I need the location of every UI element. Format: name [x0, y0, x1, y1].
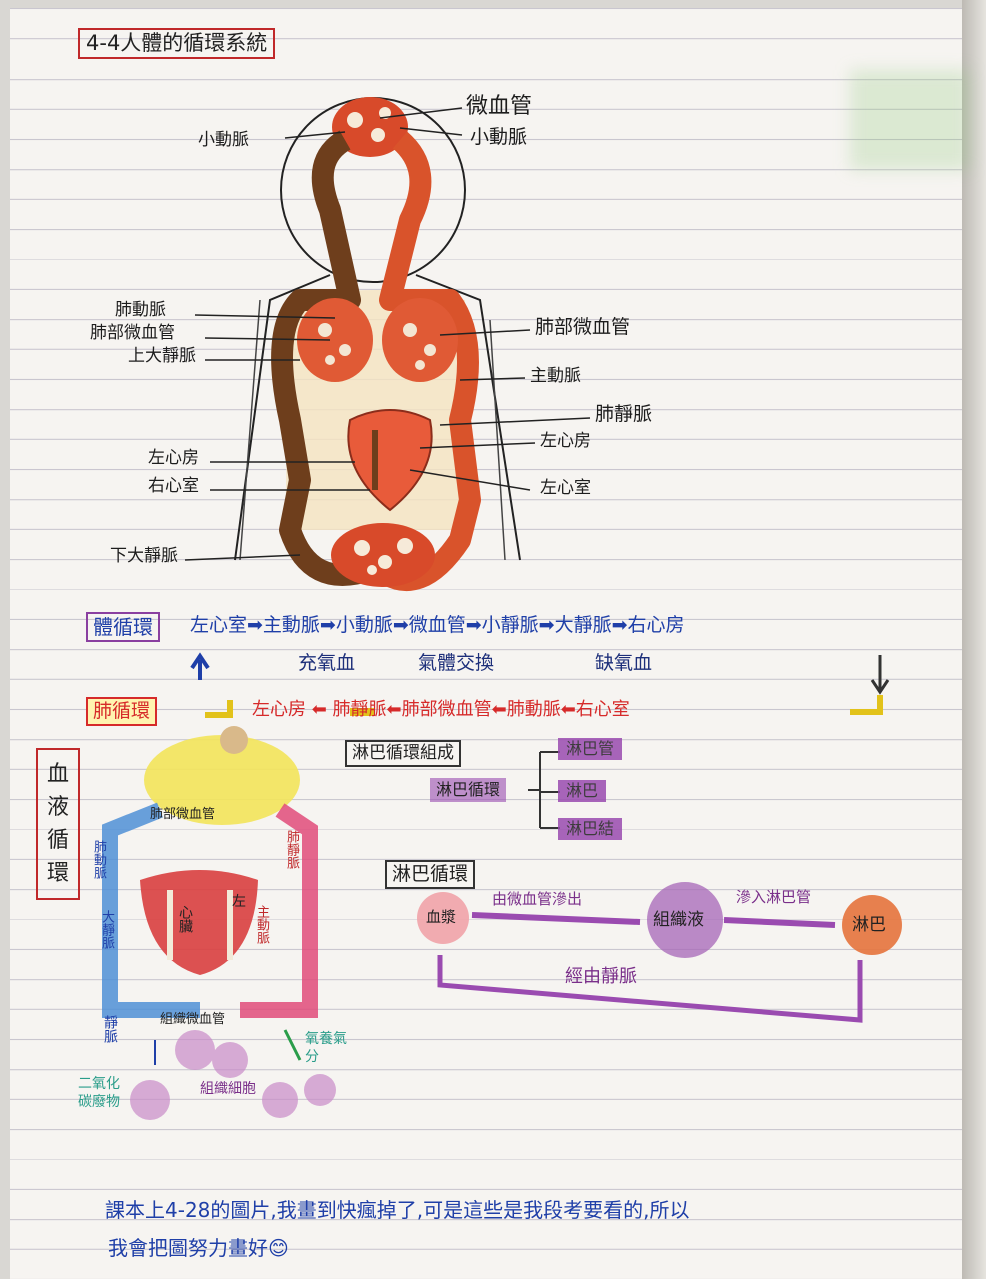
footer-line-1: 課本上4-28的圖片,我畫到快瘋掉了,可是這些是我段考要看的,所以	[105, 1200, 689, 1220]
lymph-node-plasma: 血漿	[426, 910, 456, 925]
lymph-edge-leak: 由微血管滲出	[492, 892, 582, 907]
lymph-node-lymph: 淋巴	[852, 917, 886, 934]
lymph-node-tissue-fluid: 組織液	[653, 912, 704, 929]
lymph-edge-vein: 經由靜脈	[565, 968, 637, 986]
lymph-edge-enter: 滲入淋巴管	[736, 890, 811, 905]
footer-line-2: 我會把圖努力畫好😊	[108, 1238, 289, 1258]
